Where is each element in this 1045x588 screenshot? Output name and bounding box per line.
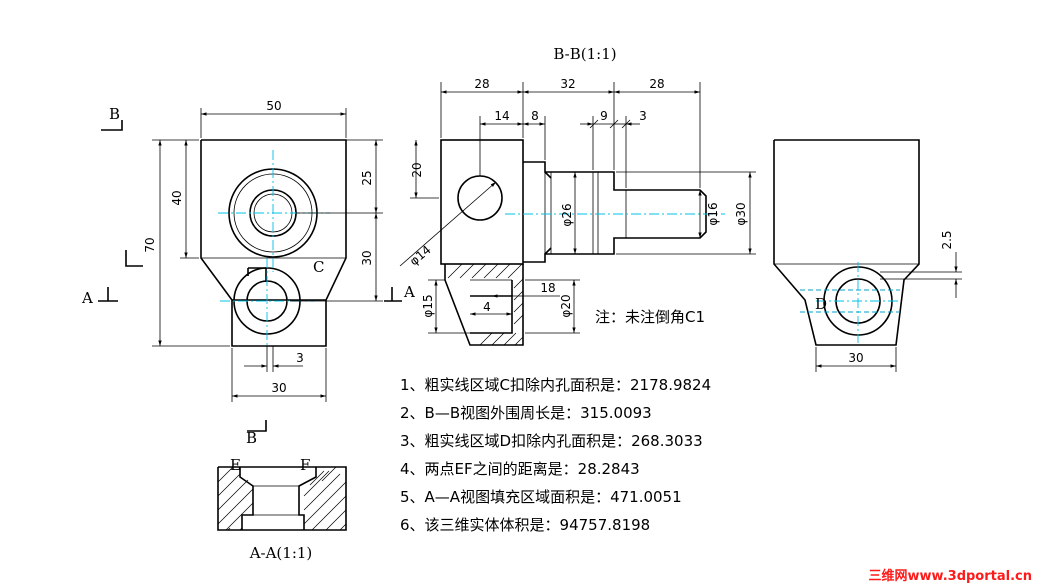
dim-phi15: φ15 [421,294,435,317]
question-2: 2、B—B视图外围周长是：315.0093 [400,404,652,422]
section-label-b-top: B [109,105,120,123]
section-corner-mark [125,250,143,267]
dim-phi30: φ30 [734,202,748,225]
bb-section-view: B-B(1:1) [399,45,756,346]
front-view: 50 70 40 25 30 3 30 B A [81,99,415,402]
dim-40: 40 [170,190,184,205]
dim-25: 25 [360,170,374,185]
dim-50: 50 [266,99,281,113]
dim-phi26: φ26 [560,203,574,226]
point-label-f: F [300,456,310,474]
dim-30-right: 30 [360,250,374,265]
chamfer-note: 注：未注倒角C1 [595,308,705,326]
front-view-outline [200,139,347,347]
side-view-outline [773,139,920,346]
dim-20: 20 [410,162,424,177]
dim-9: 9 [600,109,608,123]
dim-8: 8 [531,109,539,123]
watermark: 三维网www.3dportal.cn [869,568,1032,584]
point-label-e: E [230,456,241,474]
questions-list: 1、粗实线区域C扣除内孔面积是：2178.9824 2、B—B视图外围周长是：3… [400,376,711,534]
aa-section-view: B E F A-A(1:1) [217,420,347,562]
side-view: D 2.5 30 [773,139,962,372]
dim-30-side: 30 [848,351,863,365]
dim-32: 32 [560,77,575,91]
dim-phi20: φ20 [559,294,573,317]
dim-3b: 3 [639,109,647,123]
dim-2-5: 2.5 [940,230,954,249]
dim-phi14: φ14 [407,243,434,269]
dim-phi16: φ16 [706,202,720,225]
dim-14: 14 [494,109,509,123]
section-label-a-left: A [81,289,93,307]
section-label-a-right: A [403,283,415,301]
aa-outline [217,466,347,531]
question-3: 3、粗实线区域D扣除内孔面积是：268.3033 [400,432,703,450]
dim-18: 18 [540,281,555,295]
dim-30-bottom: 30 [271,381,286,395]
dim-28b: 28 [649,77,664,91]
dim-28a: 28 [474,77,489,91]
region-label-c: C [313,258,324,276]
aa-view-title: A-A(1:1) [249,544,313,562]
question-5: 5、A—A视图填充区域面积是：471.0051 [400,488,682,506]
bb-hatch [447,263,524,346]
question-6: 6、该三维实体体积是：94757.8198 [400,516,650,534]
question-1: 1、粗实线区域C扣除内孔面积是：2178.9824 [400,376,711,394]
section-arrow-b-top [101,120,123,131]
bb-view-title: B-B(1:1) [553,45,616,63]
section-label-b-bottom: B [246,429,257,447]
bb-left-block [440,139,524,265]
question-4: 4、两点EF之间的距离是：28.2843 [400,460,640,478]
dim-70: 70 [143,237,157,252]
aa-hatch [217,466,347,531]
dim-3: 3 [296,351,304,365]
dim-4: 4 [483,300,491,314]
region-label-d: D [815,295,827,313]
